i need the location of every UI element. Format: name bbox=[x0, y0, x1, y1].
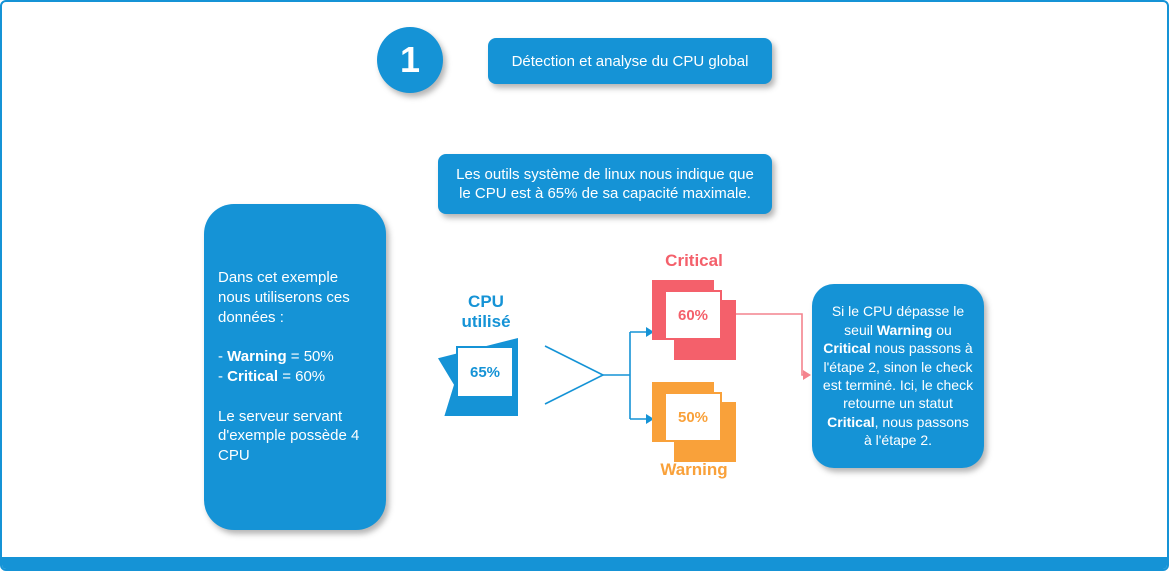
warning-value-box: 50% bbox=[664, 392, 722, 442]
cpu-used-label: CPU utilisé bbox=[461, 292, 511, 332]
warning-label: Warning bbox=[660, 460, 728, 479]
bottom-accent-bar bbox=[2, 557, 1167, 569]
cpu-value: 65% bbox=[469, 363, 501, 381]
critical-value-box: 60% bbox=[664, 290, 722, 340]
critical-value: 60% bbox=[677, 306, 709, 324]
chevron-connector bbox=[544, 345, 605, 405]
result-callout: Si le CPU dépasse le seuil Warning ou Cr… bbox=[812, 284, 984, 468]
result-text: Si le CPU dépasse le seuil Warning ou Cr… bbox=[822, 303, 974, 449]
arrowhead-result bbox=[803, 370, 811, 380]
info-callout: Les outils système de linux nous indique… bbox=[438, 154, 772, 214]
cpu-value-box: 65% bbox=[456, 346, 514, 398]
context-text: Dans cet exemple nous utiliserons ces do… bbox=[218, 269, 360, 465]
split-connector bbox=[603, 331, 646, 420]
critical-label: Critical bbox=[665, 251, 723, 270]
step-title: Détection et analyse du CPU global bbox=[488, 38, 772, 84]
step-number-badge: 1 bbox=[377, 27, 443, 93]
critical-result-connector bbox=[734, 313, 803, 376]
warning-value: 50% bbox=[677, 408, 709, 426]
step-number: 1 bbox=[399, 39, 421, 80]
critical-value-shape: 60% bbox=[652, 280, 736, 360]
warning-value-shape: 50% bbox=[652, 382, 736, 462]
cpu-value-shape: 65% bbox=[438, 338, 518, 416]
context-callout: Dans cet exemple nous utiliserons ces do… bbox=[204, 204, 386, 530]
